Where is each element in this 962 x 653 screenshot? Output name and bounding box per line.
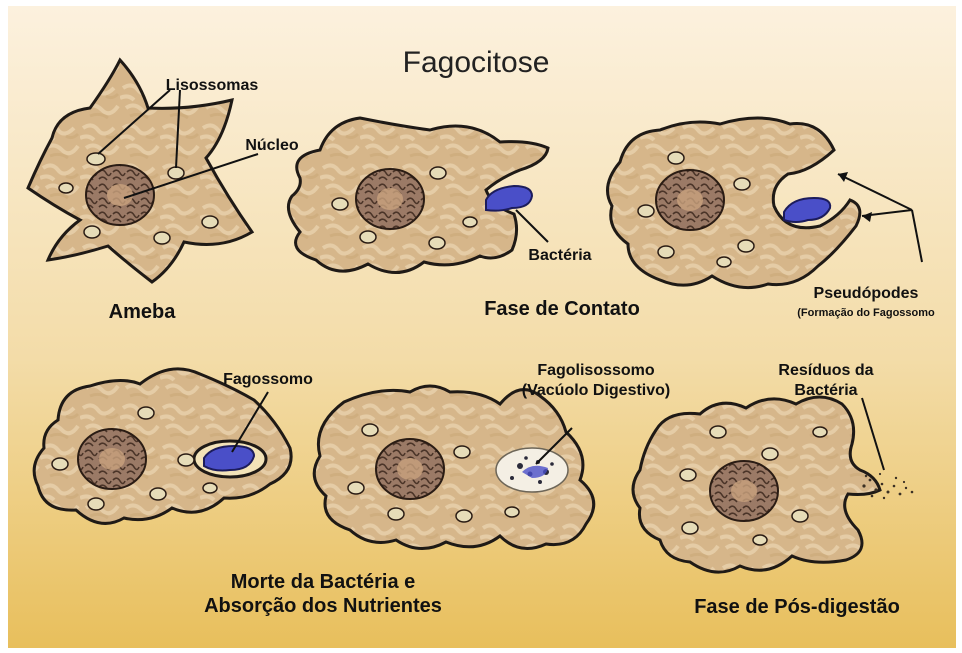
- lysosome: [52, 458, 68, 470]
- lysosome: [680, 469, 696, 481]
- label-residuos-1: Resíduos da: [778, 362, 873, 379]
- lysosome: [150, 488, 166, 500]
- cell-pseudopods: [608, 118, 860, 288]
- lysosome: [658, 246, 674, 258]
- lysosome: [87, 153, 105, 165]
- diagram-title: Fagocitose: [403, 46, 550, 79]
- lysosome: [813, 427, 827, 437]
- label-lisossomas: Lisossomas: [166, 77, 259, 94]
- lysosome: [362, 424, 378, 436]
- phagosome-cell-nucleolus: [99, 448, 125, 470]
- lysosome: [717, 257, 731, 267]
- lysosome: [138, 407, 154, 419]
- lysosome: [388, 508, 404, 520]
- lysosome: [154, 232, 170, 244]
- lysosome: [429, 237, 445, 249]
- label-fagolisossomo-sub: (Vacúolo Digestivo): [522, 382, 670, 399]
- lysosome: [792, 510, 808, 522]
- lysosome: [88, 498, 104, 510]
- label-pseudopodes: Pseudópodes: [814, 285, 919, 302]
- cell-phagolysosome: [314, 386, 593, 549]
- label-fagolisossomo: Fagolisossomo: [537, 362, 655, 379]
- lysosome: [738, 240, 754, 252]
- lysosome: [505, 507, 519, 517]
- lysosome: [348, 482, 364, 494]
- lysosome: [332, 198, 348, 210]
- label-ameba: Ameba: [109, 301, 177, 323]
- lysosome: [762, 448, 778, 460]
- lysosome: [59, 183, 73, 193]
- label-nucleo: Núcleo: [245, 137, 299, 154]
- label-pseudopodes-sub: (Formação do Fagossomo: [797, 307, 935, 319]
- phagolysosome-cell-nucleolus: [397, 458, 423, 480]
- lysosome: [456, 510, 472, 522]
- cell-contact-phase: [288, 118, 548, 273]
- lysosome: [178, 454, 194, 466]
- lysosome: [454, 446, 470, 458]
- lysosome: [668, 152, 684, 164]
- label-bacteria: Bactéria: [528, 247, 591, 264]
- lysosome: [84, 226, 100, 238]
- label-fagossomo: Fagossomo: [223, 371, 313, 388]
- lysosome: [360, 231, 376, 243]
- label-fase-contato: Fase de Contato: [484, 298, 640, 320]
- lysosome: [463, 217, 477, 227]
- lysosome: [638, 205, 654, 217]
- lysosome: [753, 535, 767, 545]
- lysosome: [202, 216, 218, 228]
- pseudopod-nucleolus: [677, 189, 703, 211]
- lysosome: [203, 483, 217, 493]
- label-morte-1: Morte da Bactéria e: [231, 571, 416, 593]
- lysosome: [168, 167, 184, 179]
- contact-nucleolus: [377, 188, 403, 210]
- lysosome: [430, 167, 446, 179]
- lysosome: [710, 426, 726, 438]
- ameba-nucleolus: [107, 184, 133, 206]
- label-morte-2: Absorção dos Nutrientes: [204, 595, 442, 617]
- label-pos-digestao: Fase de Pós-digestão: [694, 596, 900, 618]
- lysosome: [734, 178, 750, 190]
- post-digestion-nucleolus: [731, 480, 757, 502]
- label-residuos-2: Bactéria: [794, 382, 857, 399]
- lysosome: [682, 522, 698, 534]
